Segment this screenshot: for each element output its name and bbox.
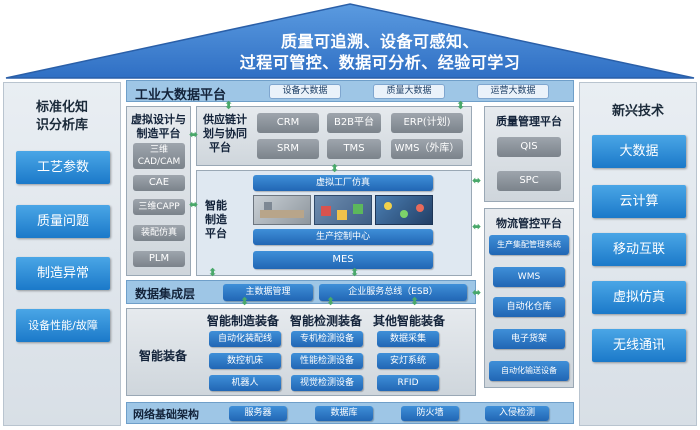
factory-image-1 [253, 195, 311, 225]
factory-image-2 [314, 195, 372, 225]
arrow-connector-icon: ⬍ [326, 295, 336, 308]
database-button[interactable]: 数据库 [315, 406, 373, 421]
data-integration-layer: 数据集成层 主数据管理 企业服务总线（ESB） [126, 280, 476, 304]
tech-item-mobile-internet[interactable]: 移动互联 [592, 233, 686, 266]
knowledge-base-title-line2: 识分析库 [35, 118, 88, 133]
spc-button[interactable]: SPC [497, 171, 561, 191]
equip-col1-header: 智能制造装备 [207, 314, 280, 328]
capp-button[interactable]: 三维CAPP [133, 199, 185, 215]
tab-quality-data[interactable]: 质量大数据 [373, 84, 445, 99]
cae-button[interactable]: CAE [133, 175, 185, 191]
knowledge-item-process-params[interactable]: 工艺参数 [16, 151, 110, 184]
auto-warehouse-button[interactable]: 自动化仓库 [493, 297, 565, 317]
arrow-connector-icon: ⬍ [456, 99, 466, 112]
tab-operations-data[interactable]: 运营大数据 [477, 84, 549, 99]
knowledge-item-quality-issues[interactable]: 质量问题 [16, 205, 110, 238]
industrial-bigdata-title: 工业大数据平台 [135, 88, 227, 103]
esb-button[interactable]: 企业服务总线（ESB） [319, 284, 467, 301]
arrow-connector-icon: ⬌ [189, 128, 199, 141]
plm-button[interactable]: PLM [133, 251, 185, 267]
cad-cam-button[interactable]: 三维CAD/CAM [133, 143, 185, 169]
crm-button[interactable]: CRM [257, 113, 319, 133]
arrow-connector-icon: ⬍ [208, 266, 218, 279]
robot-button[interactable]: 机器人 [209, 375, 281, 391]
arrow-connector-icon: ⬌ [189, 198, 199, 211]
smart-mfg-title-line1: 智能 [205, 199, 227, 212]
arrow-connector-icon: ⬌ [472, 286, 482, 299]
equip-col2-header: 智能检测装备 [290, 314, 363, 328]
virtual-design-title-line2: 制造平台 [136, 127, 181, 140]
erp-button[interactable]: ERP(计划) [391, 113, 463, 133]
quality-platform-title: 质量管理平台 [496, 115, 562, 128]
performance-test-button[interactable]: 性能检测设备 [291, 353, 363, 369]
network-infrastructure-bar: 网络基础架构 服务器 数据库 防火墙 入侵检测 [126, 402, 574, 424]
virtual-design-platform: 虚拟设计与 制造平台 三维CAD/CAM CAE 三维CAPP 装配仿真 PLM [126, 106, 191, 276]
intrusion-detection-button[interactable]: 入侵检测 [485, 406, 549, 421]
tech-item-wireless[interactable]: 无线通讯 [592, 329, 686, 362]
wms-button[interactable]: WMS [493, 267, 565, 287]
arrow-connector-icon: ⬍ [350, 266, 360, 279]
smart-equipment-section: 智能装备 智能制造装备 自动化装配线 数控机床 机器人 智能检测装备 专机检测设… [126, 308, 476, 396]
auto-assembly-line-button[interactable]: 自动化装配线 [209, 331, 281, 347]
roof-shape [5, 3, 695, 79]
smart-equipment-title: 智能装备 [139, 349, 188, 363]
srm-button[interactable]: SRM [257, 139, 319, 159]
tab-equipment-data[interactable]: 设备大数据 [269, 84, 341, 99]
mes-button[interactable]: MES [253, 251, 433, 269]
smart-mfg-title-line3: 平台 [205, 227, 227, 240]
special-inspection-button[interactable]: 专机检测设备 [291, 331, 363, 347]
knowledge-item-manufacturing-anomaly[interactable]: 制造异常 [16, 257, 110, 290]
data-collection-button[interactable]: 数据采集 [377, 331, 439, 347]
logistics-platform-title: 物流管控平台 [496, 217, 562, 230]
supply-chain-platform: 供应链计 划与协同 平台 CRM B2B平台 ERP(计划) SRM TMS W… [196, 106, 472, 166]
knowledge-item-equipment-fault[interactable]: 设备性能/故障 [16, 309, 110, 342]
smart-mfg-title-line2: 制造 [205, 213, 227, 226]
qis-button[interactable]: QIS [497, 137, 561, 157]
quality-platform: 质量管理平台 QIS SPC [484, 106, 574, 202]
master-data-button[interactable]: 主数据管理 [223, 284, 313, 301]
arrow-connector-icon: ⬍ [224, 99, 234, 112]
b2b-button[interactable]: B2B平台 [327, 113, 381, 133]
assembly-sim-button[interactable]: 装配仿真 [133, 225, 185, 241]
roof-slogan-line2: 过程可管控、数据可分析、经验可学习 [239, 53, 521, 72]
electronic-shelf-button[interactable]: 电子货架 [493, 329, 565, 349]
wms-external-button[interactable]: WMS（外库） [391, 139, 463, 159]
knowledge-base-title-line1: 标准化知 [35, 100, 88, 115]
tech-item-cloud-computing[interactable]: 云计算 [592, 185, 686, 218]
factory-image-3 [375, 195, 433, 225]
cnc-machine-button[interactable]: 数控机床 [209, 353, 281, 369]
supply-chain-title-line3: 平台 [209, 141, 231, 154]
production-control-center-button[interactable]: 生产控制中心 [253, 229, 433, 245]
industrial-bigdata-bar: 工业大数据平台 设备大数据 质量大数据 运营大数据 [126, 80, 574, 103]
andon-system-button[interactable]: 安灯系统 [377, 353, 439, 369]
equip-col3-header: 其他智能装备 [373, 314, 446, 328]
data-integration-title: 数据集成层 [135, 287, 196, 301]
tms-button[interactable]: TMS [327, 139, 381, 159]
supply-chain-title-line1: 供应链计 [203, 113, 247, 126]
roof-slogan-line1: 质量可追溯、设备可感知、 [280, 32, 479, 51]
vision-inspection-button[interactable]: 视觉检测设备 [291, 375, 363, 391]
logistics-platform: 物流管控平台 生产集配管理系统 WMS 自动化仓库 电子货架 自动化输送设备 [484, 208, 574, 388]
knowledge-base-pillar: 标准化知 识分析库 工艺参数 质量问题 制造异常 设备性能/故障 [3, 82, 121, 426]
virtual-design-title-line1: 虚拟设计与 [131, 113, 186, 126]
arrow-connector-icon: ⬌ [472, 220, 482, 233]
supply-chain-title-line2: 划与协同 [203, 127, 247, 140]
firewall-button[interactable]: 防火墙 [401, 406, 459, 421]
tech-item-virtual-simulation[interactable]: 虚拟仿真 [592, 281, 686, 314]
tech-item-big-data[interactable]: 大数据 [592, 135, 686, 168]
rfid-button[interactable]: RFID [377, 375, 439, 391]
server-button[interactable]: 服务器 [229, 406, 287, 421]
arrow-connector-icon: ⬍ [240, 295, 250, 308]
emerging-tech-title: 新兴技术 [611, 104, 664, 119]
arrow-connector-icon: ⬍ [330, 162, 340, 175]
network-title: 网络基础架构 [133, 408, 199, 421]
smart-manufacturing-platform: 智能 制造 平台 虚拟工厂仿真 生产控制中心 MES [196, 170, 472, 276]
emerging-tech-pillar: 新兴技术 大数据 云计算 移动互联 虚拟仿真 无线通讯 [579, 82, 697, 426]
virtual-factory-sim-button[interactable]: 虚拟工厂仿真 [253, 175, 433, 191]
assembly-delivery-system-button[interactable]: 生产集配管理系统 [489, 235, 569, 255]
auto-conveyor-button[interactable]: 自动化输送设备 [489, 361, 569, 381]
arrow-connector-icon: ⬍ [410, 295, 420, 308]
arrow-connector-icon: ⬌ [472, 174, 482, 187]
